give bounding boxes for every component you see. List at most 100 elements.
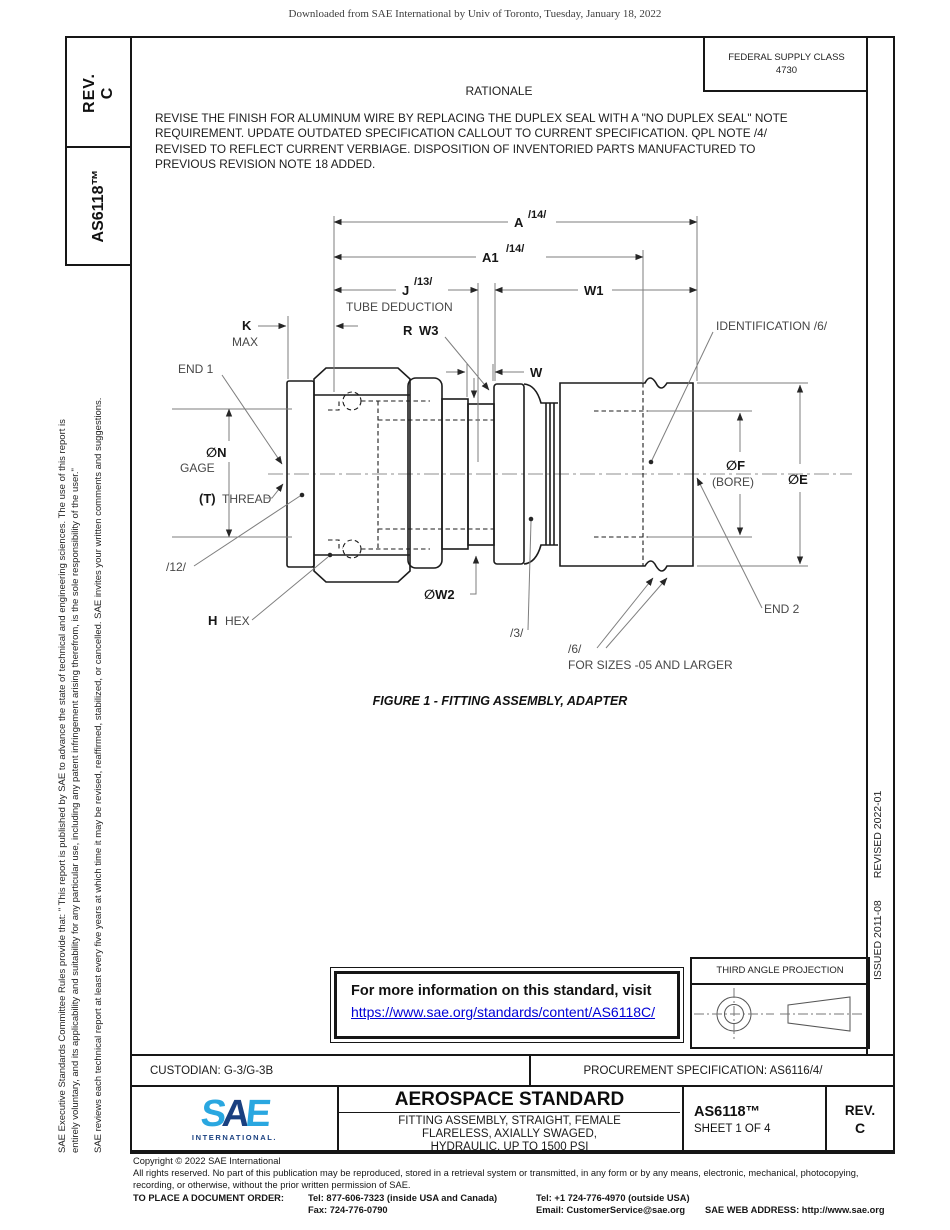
svg-text:MAX: MAX xyxy=(232,335,258,349)
rationale-heading: RATIONALE xyxy=(465,84,533,98)
svg-text:IDENTIFICATION /6/: IDENTIFICATION /6/ xyxy=(716,319,828,333)
svg-text:W: W xyxy=(530,365,543,380)
info-box: For more information on this standard, v… xyxy=(330,967,684,1043)
dim-a: A /14/ xyxy=(333,209,698,230)
page-border xyxy=(130,36,895,1152)
standard-title-cell: AEROSPACE STANDARD FITTING ASSEMBLY, STR… xyxy=(339,1087,680,1153)
doc-number-box: AS6118™ xyxy=(65,146,132,266)
right-strip-divider xyxy=(866,36,868,1054)
svg-text:/3/: /3/ xyxy=(510,626,524,640)
rev-cell-value: C xyxy=(854,1120,866,1136)
fitting-part-outline xyxy=(286,367,694,583)
label-note6: /6/ FOR SIZES -05 AND LARGER xyxy=(568,577,733,672)
sheet-number: SHEET 1 OF 4 xyxy=(694,1123,771,1135)
svg-text:FOR SIZES -05 AND LARGER: FOR SIZES -05 AND LARGER xyxy=(568,658,733,672)
label-end1: END 1 xyxy=(178,362,283,465)
projection-title: THIRD ANGLE PROJECTION xyxy=(692,959,868,985)
svg-text:/6/: /6/ xyxy=(568,642,582,656)
svg-text:H: H xyxy=(208,613,217,628)
rev-label: REV. xyxy=(80,73,98,113)
federal-supply-class-box: FEDERAL SUPPLY CLASS 4730 xyxy=(703,38,868,92)
svg-text:R: R xyxy=(403,323,413,338)
projection-symbol xyxy=(694,988,862,1040)
svg-text:/13/: /13/ xyxy=(414,276,432,288)
svg-text:W3: W3 xyxy=(419,323,439,338)
tel-inside: Tel: 877-606-7323 (inside USA and Canada… xyxy=(308,1193,498,1203)
rev-cell: REV. C xyxy=(825,1087,893,1152)
sae-logo: SAE INTERNATIONAL. xyxy=(132,1087,339,1152)
copyright-line: Copyright © 2022 SAE International xyxy=(133,1156,281,1166)
svg-text:END 2: END 2 xyxy=(764,602,800,616)
label-r-w3: R W3 xyxy=(403,323,490,399)
label-note12: /12/ xyxy=(166,492,305,574)
logo-subtext: INTERNATIONAL. xyxy=(191,1133,278,1142)
svg-text:HEX: HEX xyxy=(225,614,250,628)
issue-history: ISSUED 2011-08 REVISED 2022-01 xyxy=(864,745,892,980)
order-label: TO PLACE A DOCUMENT ORDER: xyxy=(133,1193,284,1203)
doc-number-cell: AS6118™ SHEET 1 OF 4 xyxy=(682,1087,825,1152)
info-box-text: For more information on this standard, v… xyxy=(351,983,652,999)
svg-text:∅N: ∅N xyxy=(206,445,227,460)
label-end2: END 2 xyxy=(696,477,800,616)
svg-text:/14/: /14/ xyxy=(528,209,546,221)
rights-line-1: All rights reserved. No part of this pub… xyxy=(133,1168,859,1178)
fsc-label: FEDERAL SUPPLY CLASS xyxy=(728,52,845,63)
svg-text:A1: A1 xyxy=(482,250,499,265)
third-angle-projection-box: THIRD ANGLE PROJECTION xyxy=(690,957,870,1049)
standard-link[interactable]: https://www.sae.org/standards/content/AS… xyxy=(351,1004,656,1020)
svg-text:GAGE: GAGE xyxy=(180,461,215,475)
svg-text:J: J xyxy=(402,283,409,298)
dim-w: W xyxy=(446,365,543,380)
dim-a1: A1 /14/ xyxy=(333,243,644,265)
label-thread: (T) THREAD xyxy=(199,483,284,506)
fsc-value: 4730 xyxy=(775,65,798,76)
hidden-thread-lines xyxy=(328,383,648,566)
email-address: Email: CustomerService@sae.org xyxy=(536,1205,686,1215)
label-identification: IDENTIFICATION /6/ xyxy=(648,319,828,465)
svg-text:∅E: ∅E xyxy=(788,472,808,487)
rights-line-2: recording, or otherwise, without the pri… xyxy=(133,1180,411,1190)
custodian-cell: CUSTODIAN: G-3/G-3B xyxy=(132,1056,531,1085)
label-note3: /3/ xyxy=(510,516,534,640)
logo-letter-e: E xyxy=(244,1093,270,1135)
extension-lines xyxy=(172,216,808,567)
svg-text:THREAD: THREAD xyxy=(222,492,272,506)
svg-text:W1: W1 xyxy=(584,283,604,298)
doc-number: AS6118™ xyxy=(694,1104,761,1120)
dim-w1: W1 xyxy=(494,283,698,298)
label-hex: H HEX xyxy=(208,552,333,628)
svg-text:END 1: END 1 xyxy=(178,362,214,376)
issued-date: ISSUED 2011-08 xyxy=(872,900,884,980)
svg-text:A: A xyxy=(514,215,524,230)
svg-text:/12/: /12/ xyxy=(166,560,187,574)
title-block: SAE INTERNATIONAL. AEROSPACE STANDARD FI… xyxy=(130,1085,895,1154)
download-banner: Downloaded from SAE International by Uni… xyxy=(288,8,662,20)
doc-number-vertical: AS6118™ xyxy=(89,169,107,243)
svg-text:∅W2: ∅W2 xyxy=(424,587,455,602)
svg-text:K: K xyxy=(242,318,252,333)
dim-e: ∅E xyxy=(788,384,808,565)
tel-outside: Tel: +1 724-776-4970 (outside USA) xyxy=(536,1193,690,1203)
rationale-line: REVISE THE FINISH FOR ALUMINUM WIRE BY R… xyxy=(155,111,788,125)
rationale-line: REVISED TO REFLECT CURRENT VERBIAGE. DIS… xyxy=(155,141,756,156)
dim-f-bore: ∅F (BORE) xyxy=(712,412,754,536)
rev-box: REV. C xyxy=(65,36,132,150)
dim-n-gage: ∅N GAGE xyxy=(180,408,233,538)
standard-subtitle-2: FLARELESS, AXIALLY SWAGED, xyxy=(422,1128,597,1140)
rationale-line: PREVIOUS REVISION NOTE 18 ADDED. xyxy=(155,157,376,172)
svg-text:∅F: ∅F xyxy=(726,458,745,473)
dim-w2: ∅W2 xyxy=(424,555,480,602)
dim-k-max: K MAX xyxy=(232,318,287,349)
disclaimer-line-3: SAE reviews each technical report at lea… xyxy=(93,397,104,1153)
custodian-row: CUSTODIAN: G-3/G-3B PROCUREMENT SPECIFIC… xyxy=(130,1054,895,1087)
standard-subtitle-3: HYDRAULIC, UP TO 1500 PSI xyxy=(430,1141,589,1153)
svg-text:/14/: /14/ xyxy=(506,243,524,255)
svg-text:(BORE): (BORE) xyxy=(712,475,754,489)
svg-text:(T): (T) xyxy=(199,491,216,506)
fax-number: Fax: 724-776-0790 xyxy=(308,1205,388,1215)
standard-type: AEROSPACE STANDARD xyxy=(339,1087,680,1113)
fitting-assembly-drawing: A /14/ A1 /14/ J /13/ TUBE DEDUCTION W1 … xyxy=(166,209,852,672)
web-address: SAE WEB ADDRESS: http://www.sae.org xyxy=(705,1205,885,1215)
rev-cell-label: REV. xyxy=(844,1103,876,1118)
